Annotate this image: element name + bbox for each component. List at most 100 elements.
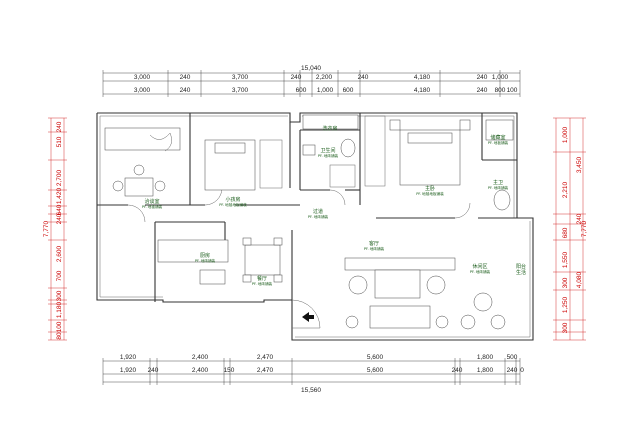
bottom-dim-label: 1,800 [477, 354, 494, 361]
right-dim-label: 1,250 [562, 296, 569, 313]
room-sub-kitchen: PF. 地砖铺装 [195, 258, 216, 263]
leisure-chair [460, 314, 476, 330]
right-dim-label: 1,550 [562, 251, 569, 268]
master-bed-pillow [407, 132, 453, 144]
study-chair [112, 180, 124, 192]
room-label-balcony: 阳台生活 [516, 263, 526, 276]
left-dim-label: 240 [56, 213, 63, 224]
top-dim-label: 100 [507, 87, 518, 94]
left-dim-label: 80 [56, 332, 63, 340]
nightstand [459, 119, 471, 131]
top-dim-label: 3,000 [134, 87, 151, 94]
right-dim-label: 2,210 [562, 181, 569, 198]
bottom-total-dim: 15,560 [301, 387, 321, 394]
left-dim-label: 100 [56, 321, 63, 332]
room-label-kitchen: 厨房 [200, 252, 210, 259]
left-dim-label: 700 [56, 270, 63, 281]
top-dim-label: 4,180 [414, 74, 431, 81]
right-dim-label: 1,000 [562, 126, 569, 143]
dining-chair [273, 274, 283, 283]
right-dim-label: 240 [576, 213, 583, 224]
bottom-row1-dims: 1,920 2,400 2,470 5,600 1,800 500 [120, 354, 518, 361]
room-sub-dressing: PF. 地板铺装 [488, 140, 509, 145]
room-sub-study: PF. 地毯铺装 [142, 204, 163, 209]
room-label-corridor: 过道 [313, 208, 323, 215]
room-sub-master-bedroom: PF. 地毯地板铺装 [416, 191, 444, 196]
right-total-dim: 7,770 [581, 220, 588, 237]
leisure-chair [490, 314, 506, 330]
dining-table [244, 244, 281, 276]
top-dim-label: 1,000 [317, 87, 334, 94]
study-chair [133, 164, 145, 176]
washbasin [302, 144, 316, 156]
study-sofa [104, 127, 181, 151]
bottom-dim-label: 150 [224, 367, 235, 374]
bottom-dim-label: 5,600 [367, 354, 384, 361]
top-dim-label: 1,000 [492, 74, 509, 81]
child-bed-pillow [214, 142, 246, 154]
nightstand [389, 119, 401, 131]
left-dim-label: 300 [56, 290, 63, 301]
left-dim-label: 640 [56, 204, 63, 215]
furniture [104, 114, 514, 330]
room-sub-bathroom: PF. 地砖铺装 [318, 153, 339, 158]
room-label-bathroom: 卫生间 [320, 147, 335, 154]
top-dim-label: 240 [180, 87, 191, 94]
top-dim-label: 3,700 [232, 87, 249, 94]
master-bath-tub [493, 189, 511, 211]
left-dim-label: 2,700 [56, 169, 63, 186]
right-dim-label: 680 [562, 227, 569, 238]
bottom-dim-label: 240 [148, 367, 159, 374]
plant-icon [149, 132, 172, 152]
bottom-dim-label: 5,600 [367, 367, 384, 374]
top-dim-label: 240 [291, 74, 302, 81]
side-table [435, 315, 449, 329]
dining-chair [242, 237, 252, 246]
left-dim-label: 1,180 [56, 301, 63, 318]
room-sub-leisure: PF. 地砖铺装 [470, 269, 491, 274]
bottom-dim-label: 2,400 [192, 354, 209, 361]
left-dim-label: 240 [56, 121, 63, 132]
right-dim-label: 4,080 [576, 271, 583, 288]
bottom-dim-label: 2,470 [257, 367, 274, 374]
bottom-dim-label: 2,470 [257, 354, 274, 361]
kitchen-cabinet [199, 269, 226, 285]
top-dim-label: 600 [343, 87, 354, 94]
top-dim-label: 240 [180, 74, 191, 81]
top-dim-label: 800 [495, 87, 506, 94]
left-dim-label: 2,600 [56, 245, 63, 262]
top-dim-label: 2,200 [316, 74, 333, 81]
room-label-dressing: 储藏室 [490, 134, 505, 141]
right-dim-label: 300 [562, 322, 569, 333]
top-dim-label: 3,000 [134, 74, 151, 81]
bottom-dim-label: 1,920 [120, 367, 137, 374]
bottom-dimensions: 1,920 2,400 2,470 5,600 1,800 500 1,920 240 2,4… [102, 354, 524, 394]
left-dim-label: 1,420 [56, 187, 63, 204]
kitchen-counter [157, 239, 229, 263]
left-dim-label: 510 [56, 136, 63, 147]
shower [329, 164, 356, 188]
bottom-dim-label: 1,920 [120, 354, 137, 361]
top-total-dim: 15,040 [301, 65, 321, 72]
leisure-table [473, 292, 493, 312]
toilet [340, 138, 356, 158]
top-dim-label: 4,180 [414, 87, 431, 94]
bottom-dim-label: 2,400 [192, 367, 209, 374]
room-label-living: 客厅 [369, 240, 379, 247]
bottom-dim-label: 240 [452, 367, 463, 374]
left-row-dims: 2405102,7001,4206402402,6007003001,18010… [56, 121, 63, 339]
study-table [124, 177, 154, 197]
room-label-child-bedroom: 小孩房 [225, 196, 240, 203]
bottom-dim-label: 500 [507, 354, 518, 361]
room-label-master-bath: 主卫 [493, 179, 503, 186]
room-label-leisure: 休闲区 [472, 263, 487, 270]
room-labels: 洽谈室 PF. 地毯铺装 小孩房 PF. 地毯地板铺装 洗衣房 卫生间 PF. … [142, 125, 526, 286]
wardrobe [259, 139, 283, 189]
bottom-dim-label: 1,800 [477, 367, 494, 374]
